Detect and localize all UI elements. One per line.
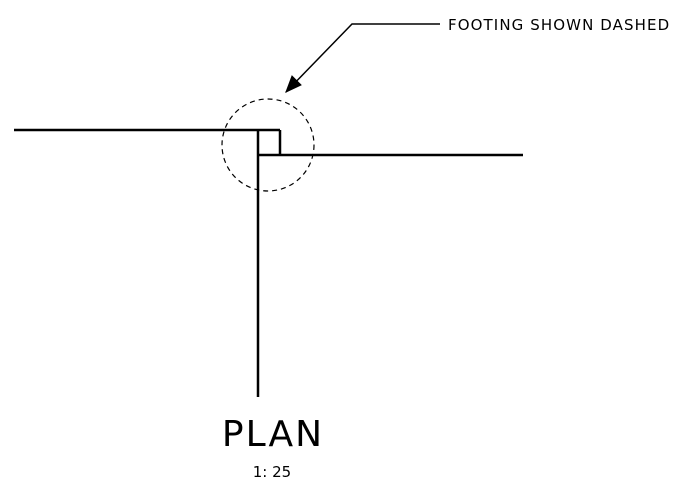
leader-arrowhead [285, 75, 302, 93]
wall-lines [14, 128, 523, 397]
view-scale: 1: 25 [253, 463, 291, 481]
callout-leader [285, 23, 440, 93]
view-title: PLAN [222, 414, 324, 455]
callout-text: FOOTING SHOWN DASHED [448, 16, 670, 34]
leader-line [285, 23, 440, 93]
footing-detail-circle [221, 98, 315, 192]
